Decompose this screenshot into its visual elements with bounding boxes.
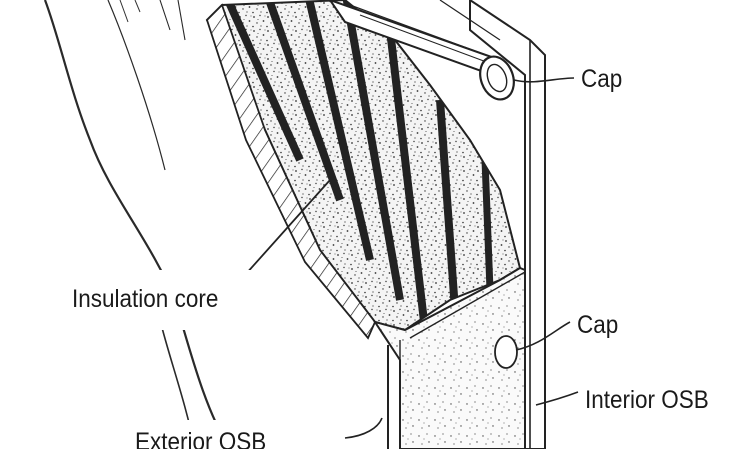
leader-exterior-osb: [344, 417, 383, 439]
mid-cap-end: [494, 335, 518, 369]
cap-label-middle: Cap: [577, 311, 619, 339]
insulation-core-label-backdrop: [52, 270, 302, 330]
exterior-osb-label: Exterior OSB: [135, 428, 267, 449]
insulation-core-label: Insulation core: [72, 285, 219, 313]
core-stripes: [207, 0, 494, 330]
leader-interior-osb: [535, 391, 579, 406]
leader-insulation-core: [244, 179, 331, 276]
leader-cap-mid: [515, 321, 571, 351]
leader-cap-top: [513, 77, 575, 83]
wall-edge-secondary: [107, 0, 166, 171]
wall-sketch-line: [119, 0, 141, 23]
cap-label-top: Cap: [581, 65, 623, 93]
exterior-osb-label-backdrop: [120, 420, 335, 449]
interior-osb-label: Interior OSB: [585, 386, 709, 414]
wall-cut-edge: [43, 0, 231, 449]
panel-right-face: [469, 0, 546, 449]
wall-edge-tertiary: [159, 0, 186, 41]
